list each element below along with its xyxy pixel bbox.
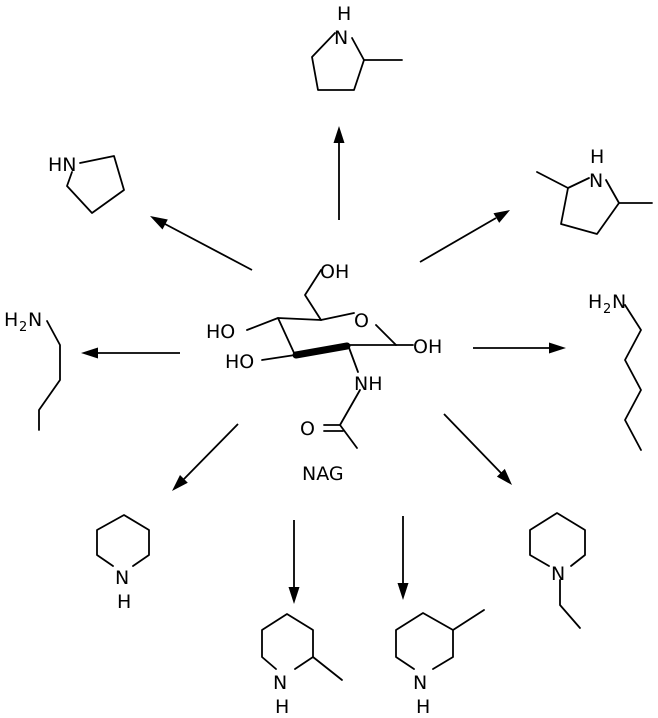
product-3-methylpiperidine: N H: [395, 609, 485, 718]
arrow-to-3-methylpiperidine: [397, 516, 409, 600]
methylpiperidine-3-h-label: H: [416, 696, 430, 718]
nag-bonds: [246, 269, 414, 449]
nag-nh-label: NH: [354, 373, 383, 395]
butylamine-n-label: N: [28, 309, 42, 331]
pentylamine-subscript-2: 2: [603, 302, 611, 317]
pyrrolidine-2-methyl-h-label: H: [337, 3, 351, 25]
nag-oh-top-label: OH: [320, 261, 349, 283]
pyrrolidine-2-methyl-n-label: N: [334, 27, 348, 49]
arrow-to-piperidine: [172, 423, 239, 491]
nag-name-label: NAG: [302, 463, 344, 485]
product-piperidine: N H: [96, 514, 150, 613]
product-2-methylpyrrolidine: H N: [311, 3, 403, 91]
arrow-to-2-methylpiperidine: [288, 520, 300, 604]
nag-ring-oxygen-label: O: [354, 310, 369, 332]
butylamine-h-label: H: [4, 309, 18, 331]
arrow-to-butylamine: [81, 347, 180, 359]
dimethylpyrrolidine-h-label: H: [590, 146, 604, 168]
product-pyrrolidine: HN: [48, 154, 125, 214]
product-2-methylpiperidine: N H: [261, 613, 343, 718]
nag-ho-left-label: HO: [206, 321, 235, 343]
nag-molecule: OH O OH HO HO NH O NAG: [206, 261, 442, 485]
arrow-to-2-methylpyrrolidine: [333, 126, 345, 220]
reaction-arrows: [81, 126, 566, 604]
pyrrolidine-hn-label: HN: [48, 154, 77, 176]
product-pentylamine: H 2 N: [588, 291, 642, 451]
arrow-to-pentylamine: [473, 342, 566, 354]
arrow-to-2-5-dimethylpyrrolidine: [419, 210, 510, 263]
arrow-to-n-ethylpiperidine: [443, 413, 512, 485]
nag-oh-right-label: OH: [413, 336, 442, 358]
methylpiperidine-2-h-label: H: [275, 696, 289, 718]
arrow-to-pyrrolidine: [150, 216, 253, 271]
piperidine-h-label: H: [117, 591, 131, 613]
product-n-ethylpiperidine: N: [529, 512, 586, 629]
dimethylpyrrolidine-n-label: N: [589, 170, 603, 192]
ethylpiperidine-n-label: N: [551, 563, 565, 585]
pentylamine-h-label: H: [588, 291, 602, 313]
piperidine-n-label: N: [115, 567, 129, 589]
nag-ho-lower-label: HO: [225, 351, 254, 373]
pentylamine-n-label: N: [612, 291, 626, 313]
nag-carbonyl-oxygen-label: O: [300, 418, 315, 440]
product-2-5-dimethylpyrrolidine: H N: [536, 146, 653, 235]
methylpiperidine-2-n-label: N: [273, 672, 287, 694]
butylamine-subscript-2: 2: [19, 320, 27, 335]
product-butylamine: H 2 N: [4, 309, 61, 431]
methylpiperidine-3-n-label: N: [413, 672, 427, 694]
